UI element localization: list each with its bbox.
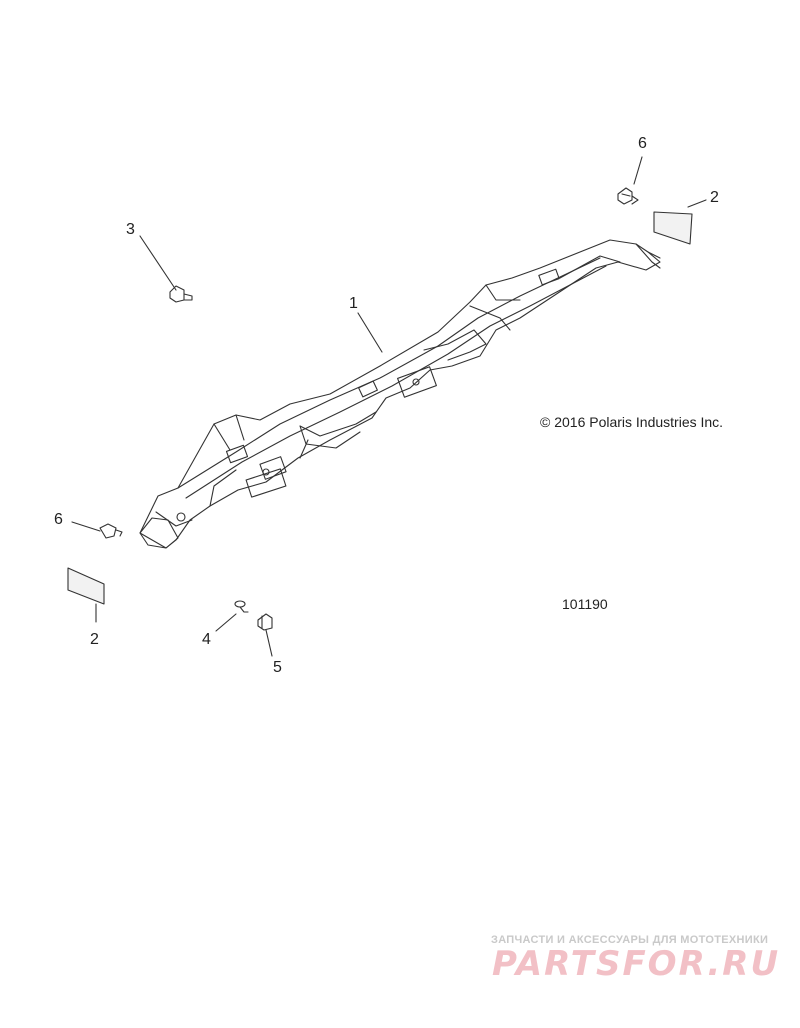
screw-part-3 [169, 285, 193, 303]
callout-4: 4 [202, 631, 211, 648]
fastener-part-6-left [99, 523, 123, 539]
clip-part-5 [257, 613, 273, 631]
copyright-notice: © 2016 Polaris Industries Inc. [540, 414, 724, 430]
watermark-subtitle: ЗАПЧАСТИ И АКСЕССУАРЫ ДЛЯ МОТОТЕХНИКИ [491, 934, 769, 946]
label-part-2-right [653, 211, 693, 245]
callout-3: 3 [126, 221, 135, 238]
watermark-brand: PARTSFOR.RU [492, 944, 781, 984]
push-pin-part-4 [234, 600, 249, 613]
callout-6-left: 6 [54, 511, 63, 528]
callout-5: 5 [273, 659, 282, 676]
drawing-number: 101190 [562, 596, 608, 612]
fastener-part-6-top [617, 187, 639, 205]
trim-panel-part [139, 239, 661, 549]
callout-6-top: 6 [638, 135, 647, 152]
label-part-2-left [67, 567, 105, 605]
callout-2-right: 2 [710, 189, 719, 206]
callout-2-left: 2 [90, 631, 99, 648]
callout-1: 1 [349, 295, 358, 312]
